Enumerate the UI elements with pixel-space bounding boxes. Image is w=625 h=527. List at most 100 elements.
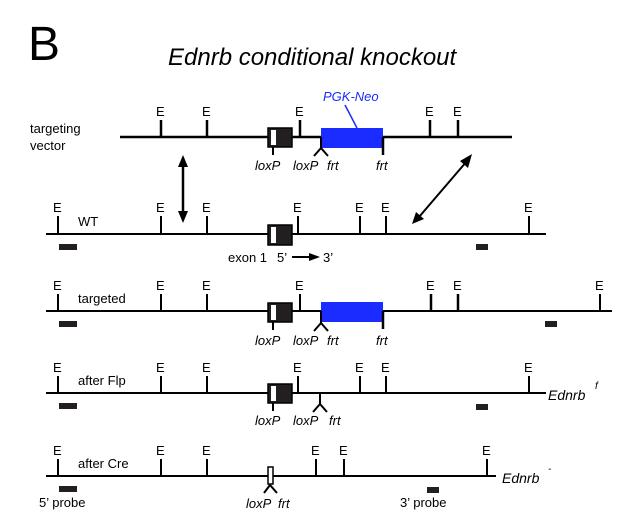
loxp-label: loxP xyxy=(293,158,319,173)
restriction-site: E xyxy=(453,278,462,311)
neo-cassette xyxy=(321,128,383,148)
svg-text:E: E xyxy=(156,360,165,375)
row-label-vector: vector xyxy=(30,138,66,153)
svg-text:E: E xyxy=(293,200,302,215)
row-label-wt: WT xyxy=(78,214,98,229)
neo-cassette xyxy=(321,302,383,322)
restriction-site: E xyxy=(53,360,62,393)
frt-label: frt xyxy=(329,413,342,428)
restriction-site: E xyxy=(381,200,390,234)
five-prime-label: 5’ xyxy=(277,250,287,265)
svg-text:E: E xyxy=(202,200,211,215)
svg-text:E: E xyxy=(311,443,320,458)
probe-5 xyxy=(59,486,77,492)
svg-text:E: E xyxy=(453,278,462,293)
svg-text:E: E xyxy=(53,443,62,458)
restriction-site: E xyxy=(293,200,302,234)
restriction-site: E xyxy=(426,278,435,311)
panel-letter: B xyxy=(28,18,60,71)
svg-text:E: E xyxy=(381,200,390,215)
restriction-site: E xyxy=(355,200,364,234)
frt-label: frt xyxy=(327,158,340,173)
exon-utr xyxy=(271,130,276,145)
loxp-frt-marker xyxy=(313,146,329,157)
frt-label: frt xyxy=(376,158,389,173)
homology-arrow-left xyxy=(178,155,188,223)
exon-utr xyxy=(271,386,276,401)
restriction-site: E xyxy=(311,443,320,476)
svg-text:E: E xyxy=(202,360,211,375)
probe-5-label: 5’ probe xyxy=(39,495,86,510)
svg-text:E: E xyxy=(202,104,211,119)
loxp-frt-marker xyxy=(263,483,278,494)
three-prime-label: 3’ xyxy=(323,250,333,265)
restriction-site: E xyxy=(524,200,533,234)
svg-text:E: E xyxy=(156,104,165,119)
exon-utr xyxy=(271,305,276,320)
restriction-site: E xyxy=(156,104,165,137)
svg-text:E: E xyxy=(524,200,533,215)
restriction-site: E xyxy=(53,443,62,476)
allele-label-flox: Ednrb xyxy=(548,387,586,403)
svg-text:E: E xyxy=(426,278,435,293)
diagram-title: Ednrb conditional knockout xyxy=(168,44,458,71)
restriction-site: E xyxy=(202,200,211,234)
allele-superscript: f xyxy=(595,381,599,392)
exon-label: exon 1 xyxy=(228,250,267,265)
row-after-flp: after Flp E E E E E E E loxP loxP frt Ed… xyxy=(46,360,599,428)
svg-text:E: E xyxy=(295,104,304,119)
restriction-site: E xyxy=(53,200,62,234)
svg-text:E: E xyxy=(355,200,364,215)
svg-text:E: E xyxy=(293,360,302,375)
svg-text:E: E xyxy=(202,278,211,293)
row-wt: WT E E E E E E E exon 1 5’ 3’ xyxy=(46,200,546,265)
row-after-cre: after Cre E E E E E E loxP frt 5’ probe … xyxy=(39,443,552,511)
restriction-site: E xyxy=(202,278,211,311)
restriction-site: E xyxy=(595,278,604,311)
restriction-site: E xyxy=(156,200,165,234)
svg-text:E: E xyxy=(339,443,348,458)
loxp-label: loxP xyxy=(255,333,281,348)
svg-text:E: E xyxy=(202,443,211,458)
svg-text:E: E xyxy=(156,200,165,215)
restriction-site: E xyxy=(53,278,62,311)
probe-5 xyxy=(59,244,77,250)
row-label-targeting: targeting xyxy=(30,121,81,136)
svg-text:E: E xyxy=(381,360,390,375)
row-targeted: targeted E E E E E E E loxP loxP frt frt xyxy=(46,278,612,348)
svg-text:E: E xyxy=(53,200,62,215)
probe-3-label: 3’ probe xyxy=(400,495,447,510)
neo-pointer xyxy=(344,104,358,129)
svg-text:E: E xyxy=(156,443,165,458)
probe-5 xyxy=(59,403,77,409)
restriction-site: E xyxy=(202,104,211,137)
loxp-frt-marker xyxy=(312,402,328,413)
loxp-label: loxP xyxy=(255,158,281,173)
restriction-site: E xyxy=(156,278,165,311)
restriction-site: E xyxy=(202,360,211,393)
frt-label: frt xyxy=(278,496,291,511)
loxp-label: loxP xyxy=(255,413,281,428)
homology-arrow-right xyxy=(412,154,472,224)
allele-superscript: - xyxy=(548,464,552,475)
probe-3 xyxy=(427,487,439,493)
restriction-site: E xyxy=(524,360,533,393)
residual-exon xyxy=(267,466,274,485)
restriction-site: E xyxy=(482,443,491,476)
row-targeting-vector: targeting vector E E E E E PGK-Neo loxP … xyxy=(30,89,512,173)
row-label-targeted: targeted xyxy=(78,291,126,306)
svg-text:E: E xyxy=(524,360,533,375)
svg-text:E: E xyxy=(482,443,491,458)
restriction-site: E xyxy=(425,104,434,137)
svg-text:E: E xyxy=(295,278,304,293)
loxp-label: loxP xyxy=(293,333,319,348)
restriction-site: E xyxy=(295,104,304,137)
restriction-site: E xyxy=(202,443,211,476)
restriction-site: E xyxy=(156,443,165,476)
loxp-label: loxP xyxy=(246,496,272,511)
exon-utr xyxy=(271,227,276,243)
probe-3 xyxy=(545,321,557,327)
svg-text:E: E xyxy=(355,360,364,375)
loxp-label: loxP xyxy=(293,413,319,428)
